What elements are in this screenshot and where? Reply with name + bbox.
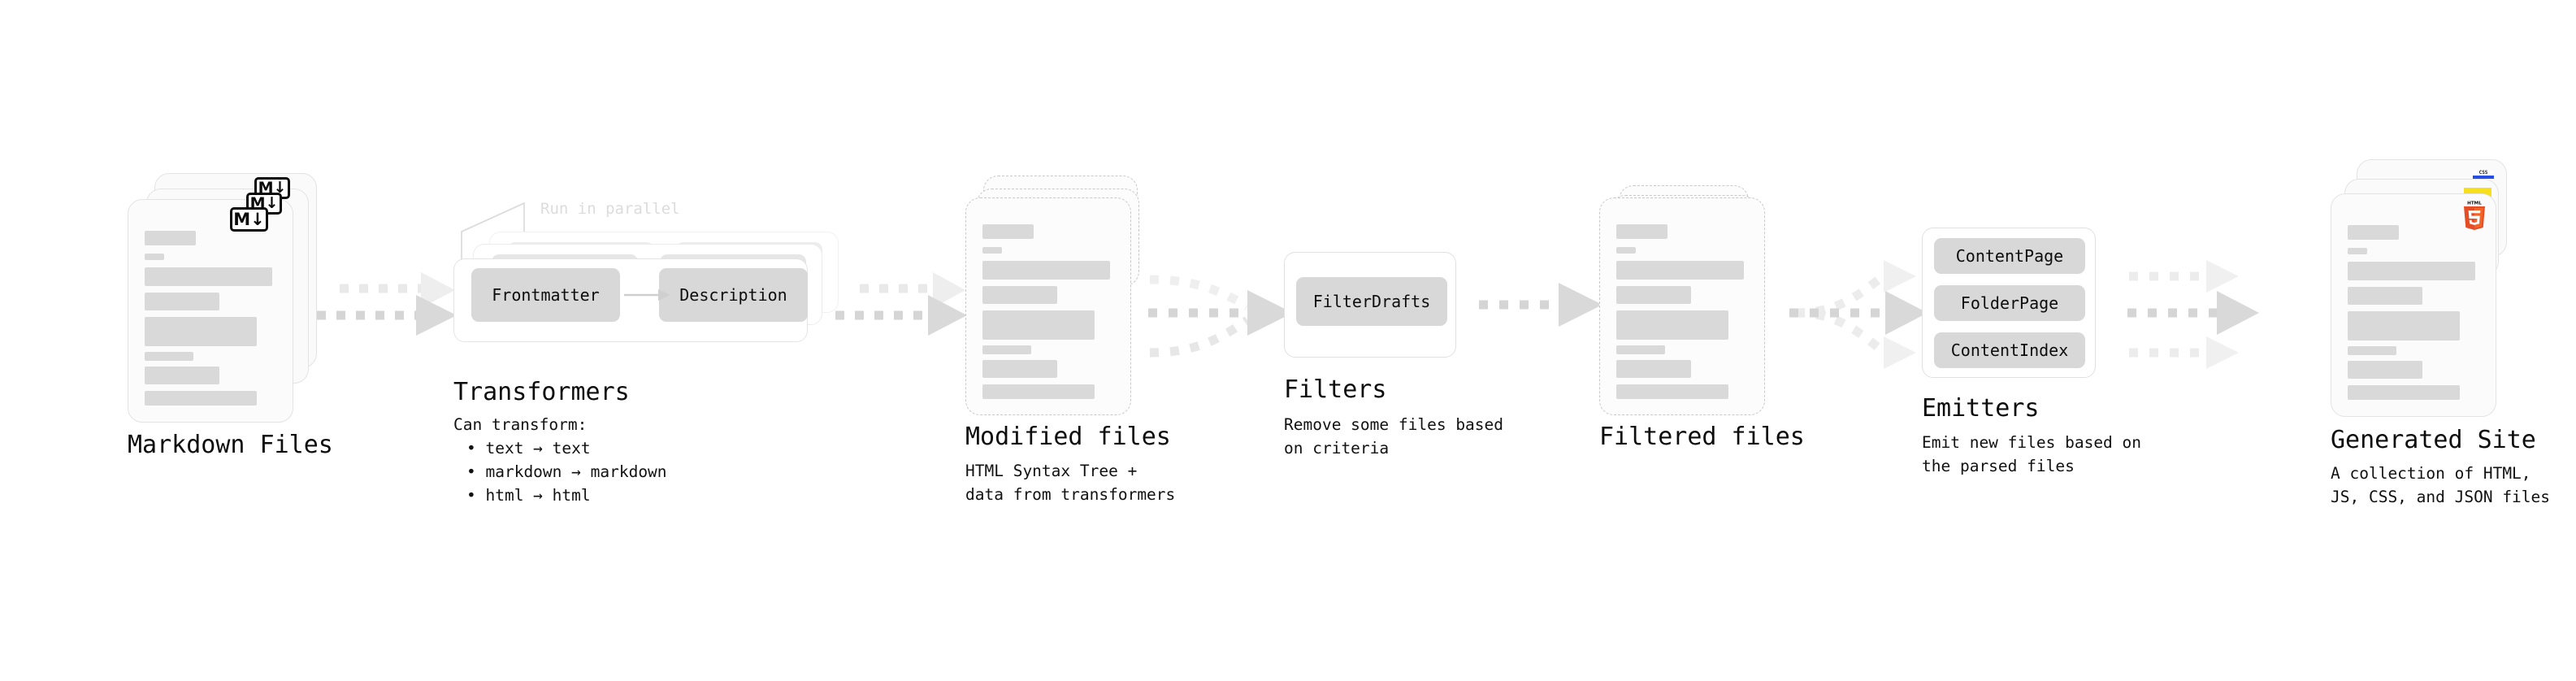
stage-filters: FilterDrafts Filters Remove some files b…	[1276, 0, 1520, 681]
stage-emitters: ContentPage FolderPage ContentIndex Emit…	[1914, 0, 2174, 681]
filtered-file-front	[1599, 197, 1765, 415]
svg-text:HTML: HTML	[2467, 202, 2482, 206]
html5-icon: HTML	[2464, 202, 2485, 230]
transformer-chip-frontmatter[interactable]: Frontmatter	[471, 268, 620, 322]
arrow-filters-to-filtered	[1479, 283, 1602, 327]
markdown-badge-label: M↓	[233, 209, 265, 229]
stage-generated-site: CSS HTML Genera	[2243, 0, 2576, 681]
emitter-chip-contentpage[interactable]: ContentPage	[1934, 238, 2085, 274]
emitter-chip-folderpage-label: FolderPage	[1960, 293, 2059, 313]
emitter-chip-folderpage[interactable]: FolderPage	[1934, 285, 2085, 321]
transformer-chip-description[interactable]: Description	[659, 268, 808, 322]
heading-filters: Filters	[1284, 375, 1387, 404]
markdown-file-front	[128, 199, 293, 423]
stage-filtered-files: Filtered files	[1593, 0, 1853, 681]
emitters-subtext: Emit new files based on the parsed files	[1922, 433, 2142, 475]
arrow-modified-to-filters	[1148, 275, 1293, 358]
filters-subtext: Remove some files based on criteria	[1284, 415, 1504, 458]
run-in-parallel-leader	[461, 202, 525, 264]
emitter-chip-contentindex[interactable]: ContentIndex	[1934, 332, 2085, 368]
stage-modified-files: Modified files HTML Syntax Tree + data f…	[959, 0, 1235, 681]
transformer-chip-description-label: Description	[679, 285, 787, 305]
filters-panel: FilterDrafts	[1284, 252, 1456, 358]
markdown-badge: M↓	[230, 207, 268, 232]
stage-markdown-files: M↓ M↓ M↓ Markdown Files	[0, 0, 333, 681]
heading-modified-files: Modified files	[965, 423, 1171, 451]
transformers-bullet-0: • text → text	[466, 439, 591, 458]
modified-files-subtext: HTML Syntax Tree + data from transformer…	[965, 462, 1176, 504]
emitters-panel: ContentPage FolderPage ContentIndex	[1922, 228, 2096, 378]
run-in-parallel-label: Run in parallel	[540, 200, 680, 218]
heading-filtered-files: Filtered files	[1599, 423, 1805, 451]
arrow-emitters-to-site	[2127, 260, 2259, 369]
filter-chip-filterdrafts[interactable]: FilterDrafts	[1296, 277, 1447, 326]
transformers-bullet-2: • html → html	[466, 486, 591, 505]
heading-generated-site: Generated Site	[2331, 426, 2536, 454]
transformers-subtext: Can transform:	[453, 415, 588, 434]
modified-file-front	[965, 197, 1131, 415]
stage-transformers: Run in parallel Frontmatter	[439, 0, 861, 681]
emitter-chip-contentpage-label: ContentPage	[1955, 246, 2064, 266]
transformer-chip-frontmatter-label: Frontmatter	[492, 285, 600, 305]
arrow-markdown-to-transformers	[317, 272, 457, 336]
arrow-transformers-to-modified	[835, 272, 967, 336]
heading-transformers: Transformers	[453, 378, 630, 406]
site-file-html	[2331, 193, 2496, 417]
arrow-filtered-to-emitters	[1789, 260, 1928, 369]
transformer-front-arrow	[624, 289, 670, 301]
heading-emitters: Emitters	[1922, 394, 2040, 423]
filter-chip-filterdrafts-label: FilterDrafts	[1312, 292, 1431, 311]
emitter-chip-contentindex-label: ContentIndex	[1950, 340, 2069, 360]
css-badge: CSS	[2473, 171, 2494, 179]
transformers-bullet-1: • markdown → markdown	[466, 462, 667, 481]
heading-markdown-files: Markdown Files	[128, 431, 333, 459]
generated-site-subtext: A collection of HTML, JS, CSS, and JSON …	[2331, 464, 2551, 506]
